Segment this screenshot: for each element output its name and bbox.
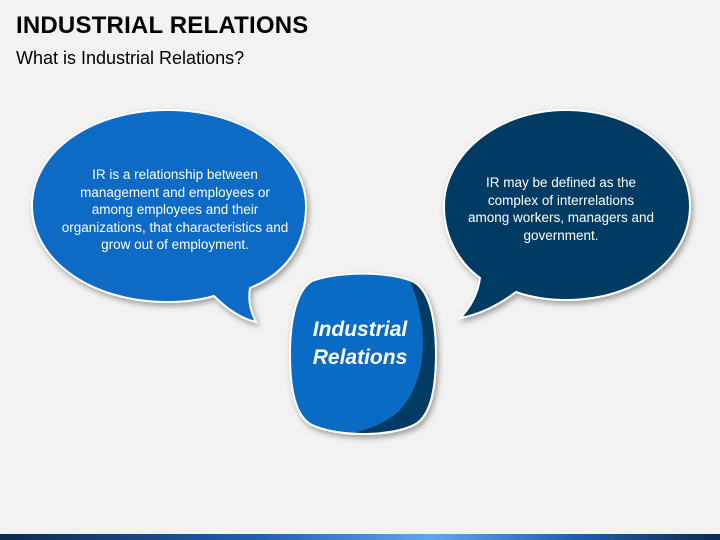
center-node-text: Industrial Relations (312, 318, 408, 369)
left-bubble-text: IR is a relationship between management … (61, 167, 289, 252)
page-subtitle: What is Industrial Relations? (16, 48, 245, 68)
center-node-outline (288, 272, 438, 435)
page-title: INDUSTRIAL RELATIONS (16, 12, 309, 39)
left-bubble-shape (30, 108, 308, 324)
right-bubble-shape (442, 108, 692, 320)
left-speech-bubble (30, 108, 308, 324)
right-speech-bubble (442, 108, 692, 320)
right-bubble-text: IR may be defined as the complex of inte… (467, 175, 655, 243)
footer-accent-bar (0, 534, 720, 540)
center-node-highlight (290, 273, 423, 434)
